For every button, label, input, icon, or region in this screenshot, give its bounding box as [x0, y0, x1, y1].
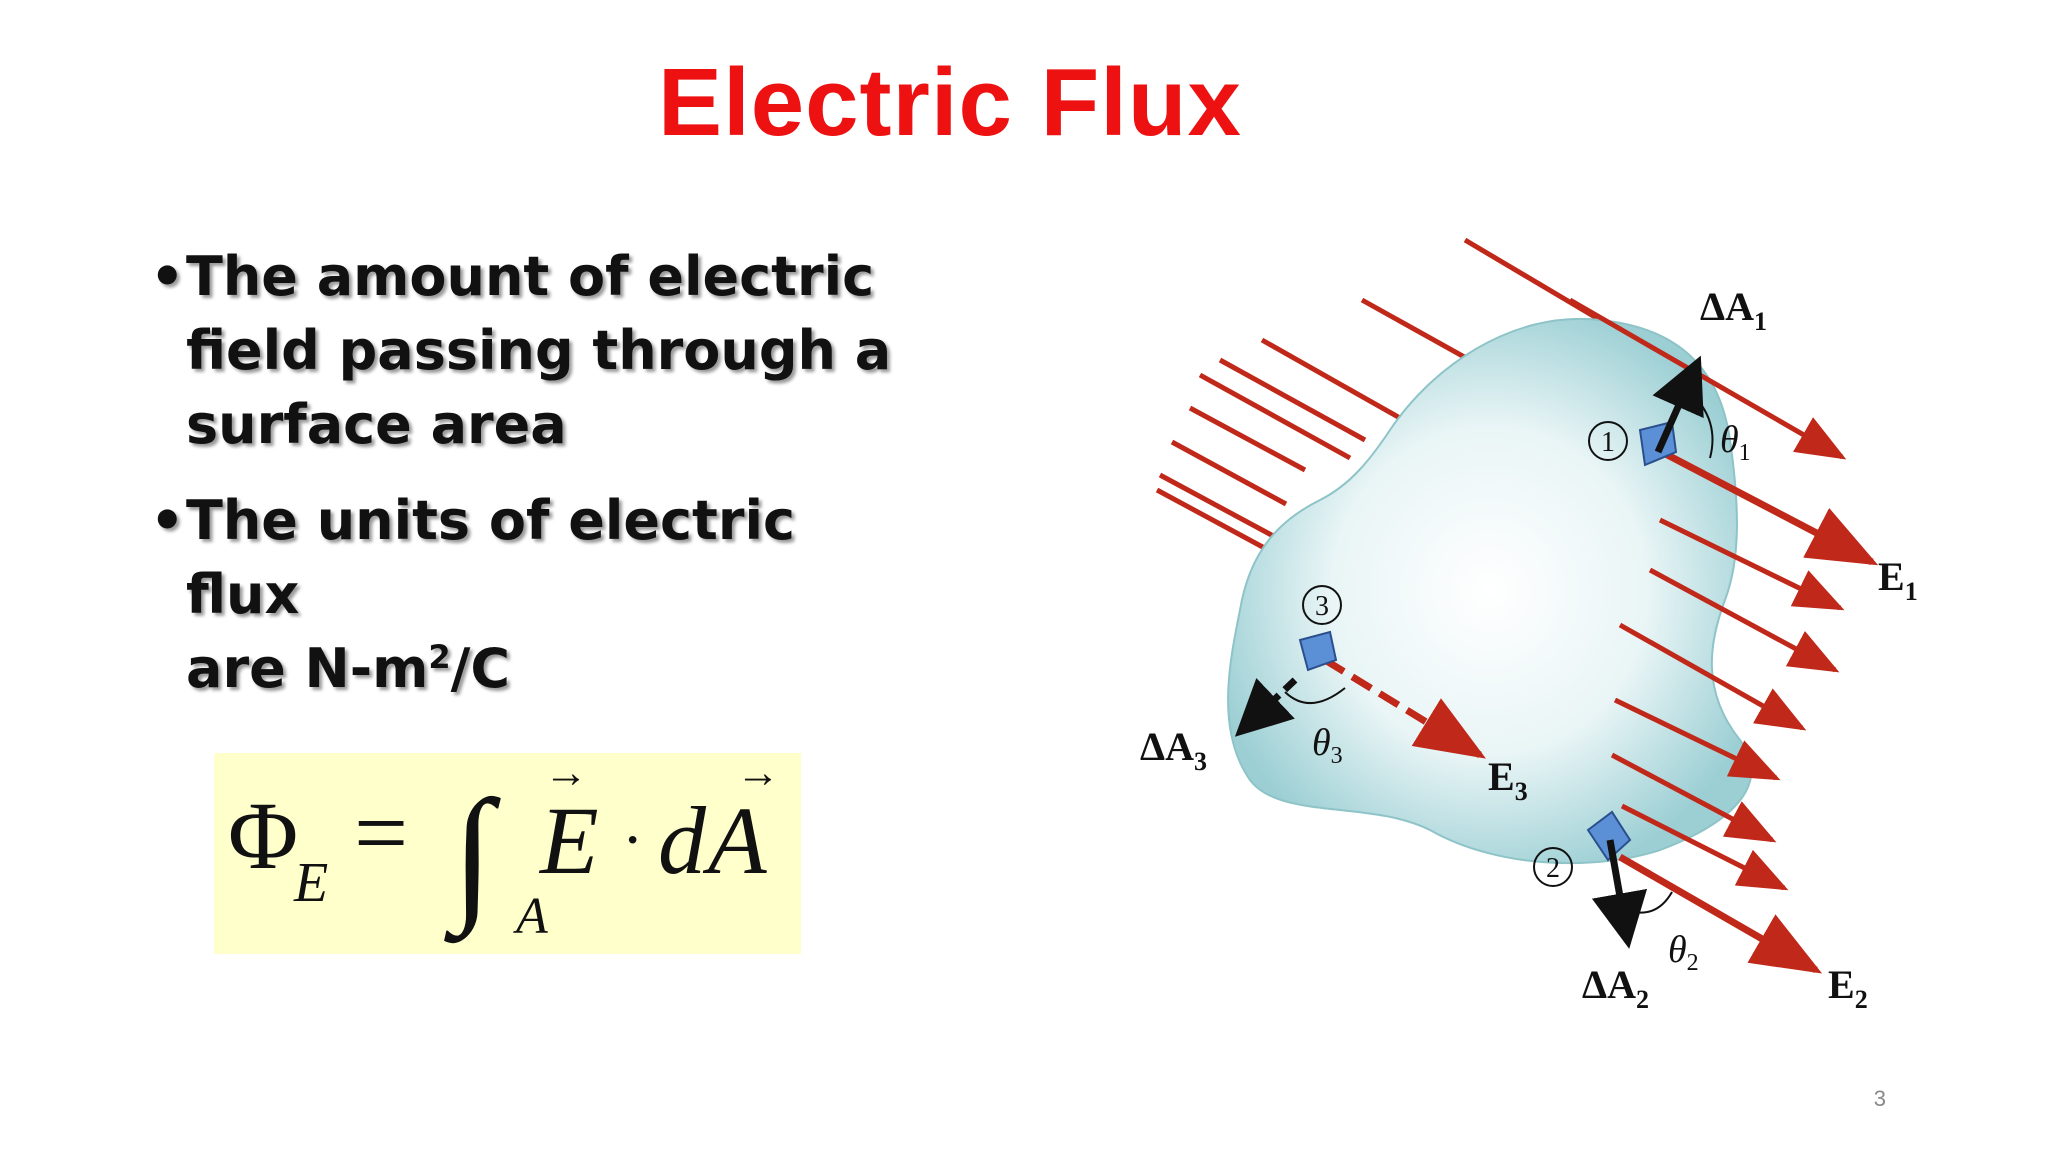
- field-lines-back: [1155, 237, 1602, 555]
- bullet-line: /C: [450, 637, 510, 700]
- field-line-arrow: [1568, 297, 1847, 460]
- field-line: [1218, 357, 1367, 443]
- superscript: 2: [428, 638, 451, 676]
- bullet-dot: •: [150, 245, 185, 308]
- bullet-item-units: • The units of electric flux are N-m2/C: [150, 484, 910, 706]
- label-theta3: θ3: [1312, 722, 1343, 769]
- marker-3-circle: [1302, 585, 1342, 625]
- phi-symbol: Φ: [228, 782, 298, 889]
- vector-arrow-e: →: [544, 753, 588, 797]
- bullet-item-definition: • The amount of electric field passing t…: [150, 240, 910, 462]
- da1-normal-arrow: [1652, 355, 1704, 454]
- field-line-arrow: [1658, 517, 1845, 611]
- vector-a: A: [702, 787, 767, 894]
- surface-patch-2: [1586, 810, 1632, 862]
- flux-formula: Φ E = ∫ A → E · d → A: [228, 748, 780, 945]
- formula-box: Φ E = ∫ A → E · d → A: [214, 748, 801, 954]
- marker-1-number: 1: [1601, 427, 1615, 458]
- field-lines-front: [1568, 297, 1847, 891]
- equals-sign: =: [354, 779, 408, 886]
- surface-patch-3: [1298, 630, 1338, 672]
- integral-sign: ∫: [444, 770, 501, 944]
- field-line: [1158, 472, 1292, 548]
- page-number: 3: [1873, 1086, 1886, 1111]
- flux-surface-figure: 1 2 3 ΔA1 θ1 E1 ΔA3 θ3 E3 θ2 ΔA2 E2: [1140, 237, 1918, 1014]
- marker-2-circle: [1533, 847, 1573, 887]
- field-line-arrow: [1620, 803, 1789, 891]
- phi-subscript: E: [293, 852, 328, 914]
- label-da2: ΔA2: [1582, 962, 1649, 1014]
- bullet-line: are N-m: [186, 637, 429, 700]
- field-line: [1170, 439, 1288, 507]
- field-line-arrow: [1618, 622, 1807, 731]
- label-theta2: θ2: [1668, 929, 1699, 976]
- slide-title: Electric Flux: [658, 49, 1242, 156]
- bullet-line: field passing through a: [186, 319, 892, 382]
- theta2-arc: [1625, 891, 1673, 914]
- theta3-arc: [1284, 687, 1346, 705]
- marker-1-circle: [1588, 421, 1628, 461]
- bullet-line: The units of electric flux: [186, 489, 795, 626]
- e2-vector: [1618, 853, 1823, 974]
- vector-e: E: [538, 787, 599, 894]
- label-e2: E2: [1828, 962, 1868, 1014]
- bullet-line: surface area: [186, 393, 567, 456]
- bullet-dot: •: [150, 489, 185, 552]
- field-line: [1188, 405, 1307, 473]
- theta1-arc: [1689, 391, 1714, 459]
- label-e1: E1: [1878, 554, 1918, 606]
- field-line-arrow: [1613, 697, 1781, 781]
- e1-vector: [1656, 446, 1879, 566]
- integral-subscript: A: [513, 888, 548, 945]
- field-line-arrow: [1610, 752, 1777, 843]
- da3-normal-arrow: [1234, 677, 1298, 737]
- bullet-line: The amount of electric: [186, 245, 875, 308]
- da2-normal-arrow: [1591, 839, 1648, 949]
- label-e3: E3: [1488, 754, 1528, 806]
- differential-d: d: [658, 787, 707, 894]
- field-line: [1198, 372, 1352, 461]
- field-line: [1155, 487, 1274, 555]
- vector-arrow-a: →: [736, 753, 780, 797]
- label-da1: ΔA1: [1700, 284, 1767, 336]
- dot-product: ·: [622, 804, 643, 875]
- field-line-arrow: [1648, 567, 1840, 673]
- marker-2-number: 2: [1546, 853, 1560, 884]
- bullet-list: • The amount of electric field passing t…: [150, 240, 910, 728]
- marker-3-number: 3: [1315, 591, 1329, 622]
- label-theta1: θ1: [1720, 419, 1751, 466]
- label-da3: ΔA3: [1140, 724, 1207, 776]
